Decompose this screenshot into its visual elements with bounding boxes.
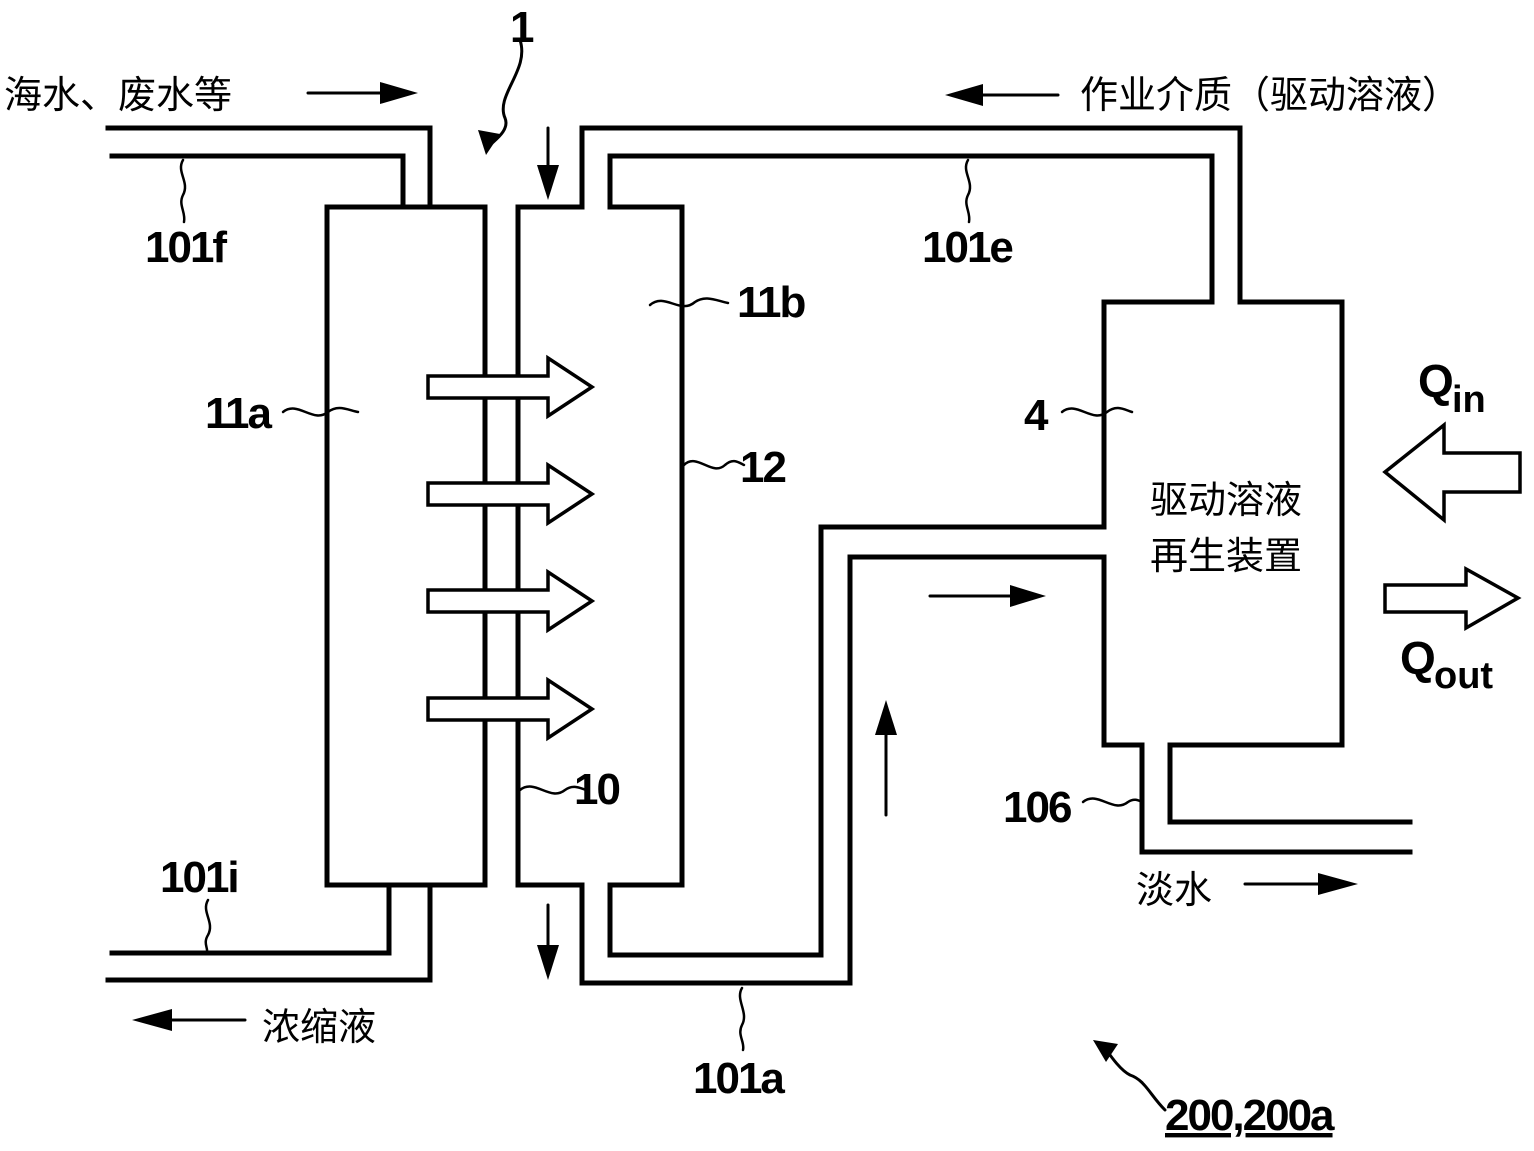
leader-101e <box>964 158 972 224</box>
regenerator-title-line1: 驱动溶液 <box>1150 478 1302 522</box>
feed-pipe-101f <box>105 125 433 983</box>
leader-101i <box>204 898 212 954</box>
leader-11a <box>281 406 360 417</box>
fresh-water-label: 淡水 <box>1136 868 1212 912</box>
feed-label: 海水、废水等 <box>4 73 232 117</box>
leader-101a <box>738 986 746 1052</box>
label-system-1: 1 <box>510 3 534 52</box>
label-11b: 11b <box>737 278 806 327</box>
heat-out-arrow <box>1383 566 1522 632</box>
leader-101f <box>179 158 187 224</box>
feed-flow-arrow <box>306 82 418 104</box>
return-up-arrow <box>875 700 897 817</box>
label-101a: 101a <box>693 1054 785 1103</box>
leader-10 <box>518 785 588 795</box>
leader-4 <box>1060 406 1134 417</box>
label-figure-ref: 200,200a <box>1165 1091 1335 1140</box>
label-10: 10 <box>574 765 619 814</box>
medium-flow-arrow <box>945 84 1060 106</box>
fresh-water-flow-arrow <box>1243 873 1358 895</box>
label-106: 106 <box>1003 783 1071 832</box>
permeation-arrow <box>426 354 596 420</box>
label-4: 4 <box>1024 391 1049 440</box>
q-in-sub: in <box>1452 379 1486 421</box>
figure-pointer-arrow <box>1093 1040 1167 1112</box>
leader-11b <box>648 297 730 308</box>
q-out-sub: out <box>1434 655 1493 697</box>
concentrate-flow-arrow <box>132 1009 247 1031</box>
concentrate-label: 浓缩液 <box>262 1005 376 1049</box>
leader-12 <box>682 459 746 470</box>
q-out-main: Q <box>1400 632 1436 684</box>
regenerator-title-line2: 再生装置 <box>1150 534 1302 578</box>
draw-solution-loop <box>522 125 1413 986</box>
system-pointer-arrow <box>478 38 524 155</box>
permeation-arrow <box>426 461 596 527</box>
membrane-10 <box>427 204 533 888</box>
leader-106 <box>1081 797 1144 807</box>
outlet-down-arrow <box>537 903 559 980</box>
heat-in-arrow <box>1382 421 1522 524</box>
working-medium-label: 作业介质（驱动溶液） <box>1080 73 1460 117</box>
label-101i: 101i <box>160 853 238 902</box>
inlet-down-arrow <box>537 126 559 200</box>
q-in-main: Q <box>1418 355 1454 407</box>
return-right-arrow <box>928 585 1046 607</box>
label-12: 12 <box>740 443 785 492</box>
label-101e: 101e <box>922 223 1012 272</box>
label-101f: 101f <box>145 223 227 272</box>
label-11a: 11a <box>205 389 273 438</box>
permeation-arrow <box>426 568 596 634</box>
permeation-arrow <box>426 676 596 742</box>
